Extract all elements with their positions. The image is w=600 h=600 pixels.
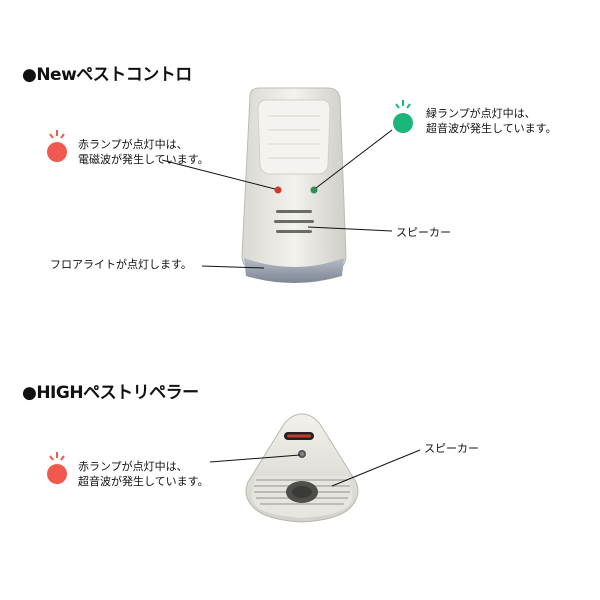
green-lamp-icon [388, 98, 418, 138]
red-lamp-icon [42, 126, 72, 166]
new-pest-control-device [238, 86, 350, 288]
green-lamp-line-2: 超音波が発生しています。 [426, 122, 557, 135]
section-title-new-pest-control: ●Newペストコントロ [22, 65, 192, 85]
red-lamp-line-2: 電磁波が発生しています。 [78, 153, 209, 166]
green-lamp-line-1: 緑ランプが点灯中は、 [426, 107, 536, 120]
red-lamp-icon [42, 450, 72, 490]
leader-line-speaker-high [331, 449, 421, 487]
high-pest-repeller-device [242, 410, 362, 526]
red-lamp-description-new: 赤ランプが点灯中は、 電磁波が発生しています。 [78, 137, 209, 167]
leader-line-red-lamp-high [209, 454, 301, 463]
red-lamp-description-high: 赤ランプが点灯中は、 超音波が発生しています。 [78, 459, 209, 489]
section-title-high-pest-repeller: ●HIGHペストリペラー [22, 383, 199, 403]
green-lamp-description: 緑ランプが点灯中は、 超音波が発生しています。 [426, 106, 557, 136]
leader-line-speaker-new [307, 226, 393, 232]
floor-light-label: フロアライトが点灯します。 [50, 258, 192, 271]
speaker-label-high: スピーカー [424, 442, 479, 455]
speaker-label-new: スピーカー [396, 226, 451, 239]
red-lamp-line-1: 赤ランプが点灯中は、 [78, 138, 188, 151]
leader-line-floor-light [201, 265, 265, 269]
red-lamp-line-2: 超音波が発生しています。 [78, 475, 209, 488]
leader-line-red-lamp-new [161, 159, 276, 190]
leader-line-green-lamp [315, 129, 393, 189]
red-lamp-line-1: 赤ランプが点灯中は、 [78, 460, 188, 473]
